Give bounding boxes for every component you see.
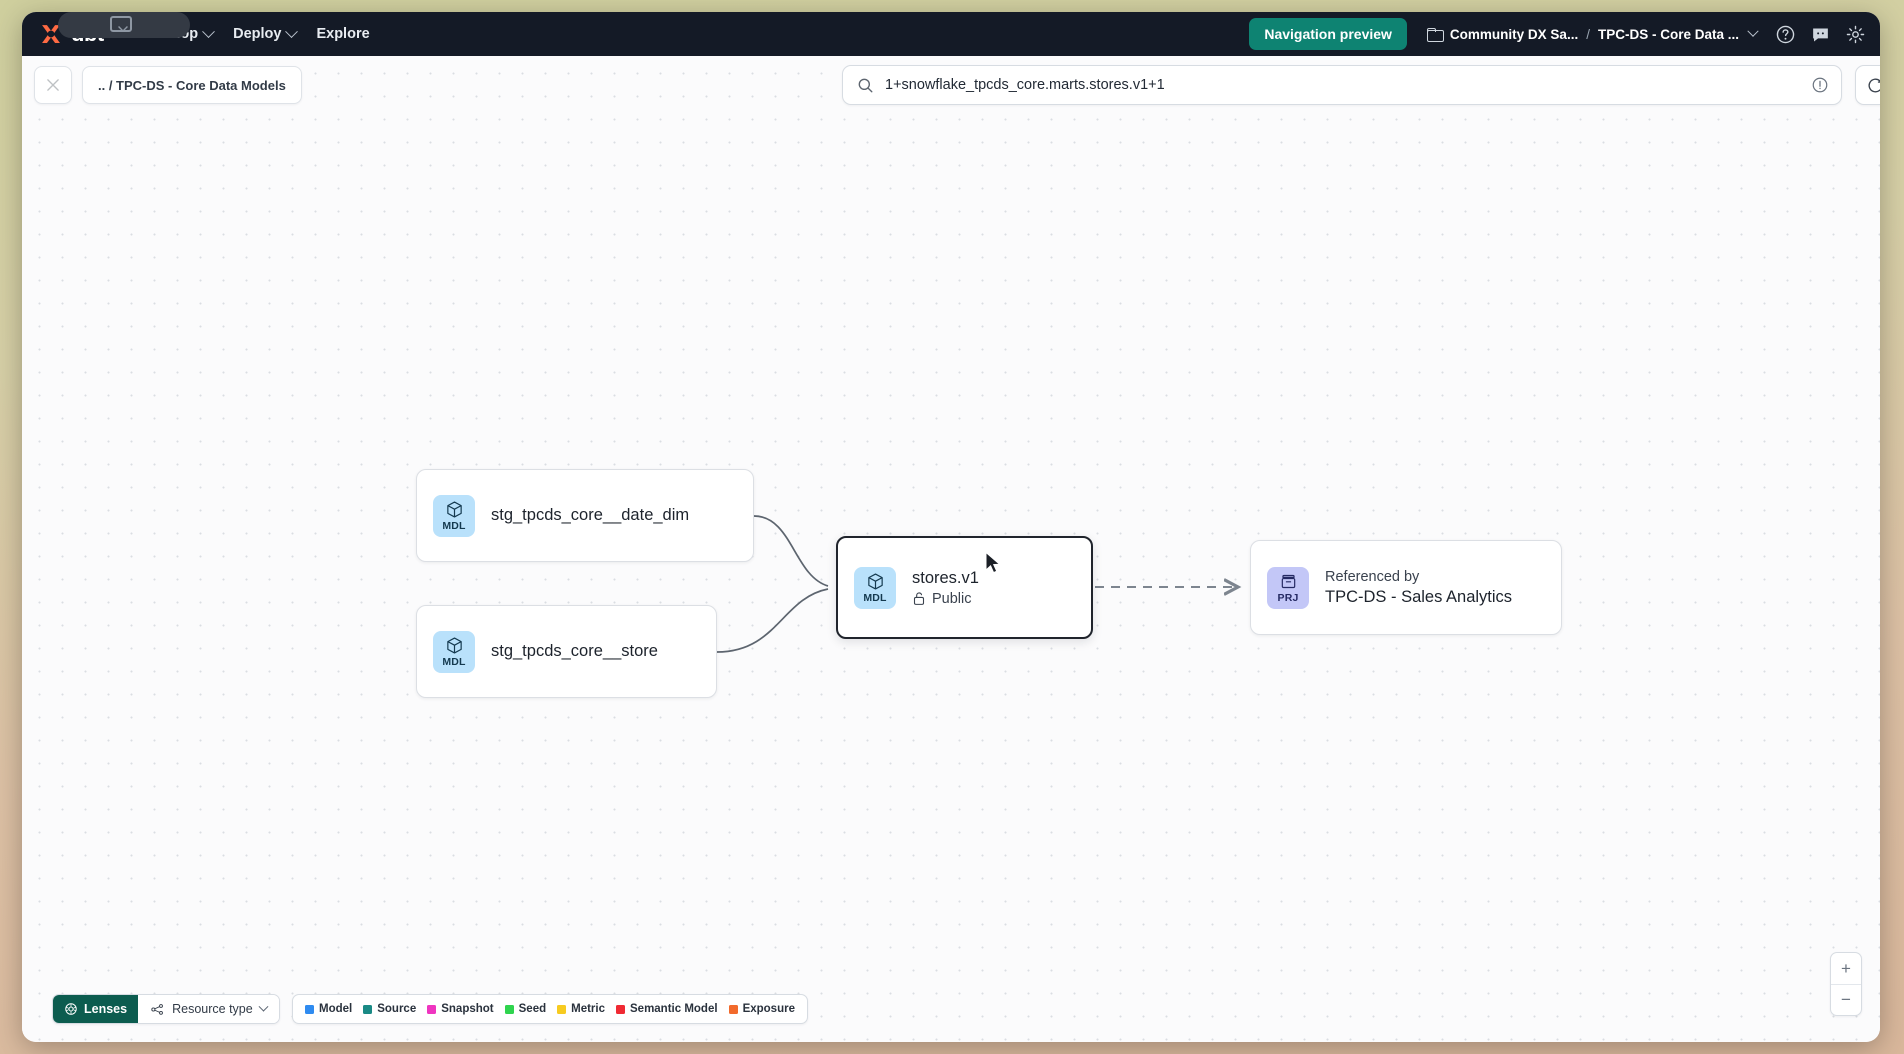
breadcrumb: Community DX Sa... / TPC-DS - Core Data … — [1426, 25, 1759, 42]
legend-swatch — [305, 1004, 314, 1014]
search-icon — [858, 78, 873, 92]
lenses-label: Lenses — [84, 1002, 128, 1016]
lens-aperture-icon — [65, 1003, 77, 1015]
graph-breadcrumb-pill[interactable]: .. / TPC-DS - Core Data Models — [82, 66, 302, 104]
cube-icon — [446, 501, 462, 518]
node-title: TPC-DS - Sales Analytics — [1325, 587, 1513, 606]
breadcrumb-separator: / — [1586, 26, 1590, 42]
breadcrumb-project[interactable]: TPC-DS - Core Data ... — [1597, 26, 1739, 42]
legend-label: Seed — [518, 1003, 547, 1015]
legend-item-snapshot: Snapshot — [427, 1003, 494, 1015]
node-body: Referenced by TPC-DS - Sales Analytics — [1325, 569, 1512, 607]
graph-edges — [716, 515, 1880, 653]
node-badge-label: MDL — [442, 655, 466, 668]
nav-item-deploy-label: Deploy — [233, 26, 282, 42]
zoom-controls: + − — [1830, 952, 1862, 1016]
resource-type-legend: Model Source Snapshot Seed Metric Semant… — [292, 994, 808, 1024]
dbt-x-logo-icon — [42, 25, 60, 43]
node-body: stg_tpcds_core__date_dim — [491, 506, 689, 525]
info-circle-icon[interactable] — [1811, 76, 1829, 94]
legend-label: Semantic Model — [630, 1003, 718, 1015]
lineage-graph-canvas[interactable]: MDL stg_tpcds_core__date_dim MDL stg_tpc… — [22, 56, 1880, 1042]
legend-label: Metric — [571, 1003, 605, 1015]
feedback-chat-icon[interactable] — [1810, 24, 1831, 45]
legend-swatch — [363, 1004, 373, 1014]
node-badge-prj: PRJ — [1267, 566, 1309, 609]
legend-item-semantic-model: Semantic Model — [616, 1003, 718, 1015]
tab-favicon-icon — [110, 16, 132, 32]
cube-icon — [867, 573, 883, 590]
legend-swatch — [504, 1004, 514, 1014]
cube-icon — [446, 637, 462, 654]
legend-item-source: Source — [363, 1003, 416, 1015]
navigation-preview-button[interactable]: Navigation preview — [1249, 18, 1407, 50]
nav-icon-group — [1775, 24, 1866, 45]
top-navigation-bar: dbt Develop Deploy Explore Navigation pr… — [22, 12, 1880, 56]
unlock-icon — [913, 592, 925, 605]
node-badge-mdl: MDL — [854, 566, 896, 609]
nav-item-deploy[interactable]: Deploy — [223, 20, 306, 48]
node-pretitle: Referenced by — [1325, 568, 1420, 585]
node-title: stg_tpcds_core__date_dim — [491, 506, 690, 524]
chevron-down-icon[interactable] — [1747, 25, 1759, 37]
node-body: stg_tpcds_core__store — [491, 642, 658, 661]
graph-node-stg-tpcds-core-store[interactable]: MDL stg_tpcds_core__store — [416, 605, 717, 698]
legend-item-metric: Metric — [557, 1003, 605, 1015]
chevron-down-icon — [202, 24, 215, 38]
node-badge-mdl: MDL — [433, 494, 475, 537]
search-input[interactable] — [885, 77, 1811, 93]
nav-item-explore[interactable]: Explore — [306, 20, 379, 48]
gear-icon[interactable] — [1845, 24, 1866, 45]
chevron-down-icon — [258, 1001, 269, 1012]
legend-label: Snapshot — [441, 1003, 494, 1015]
edge-date-dim-to-stores — [753, 515, 829, 587]
node-badge-mdl: MDL — [433, 630, 475, 673]
node-title: stg_tpcds_core__store — [491, 642, 658, 660]
graph-node-tpc-ds-sales-analytics[interactable]: PRJ Referenced by TPC-DS - Sales Analyti… — [1250, 540, 1562, 635]
graph-toolbar: .. / TPC-DS - Core Data Models — [22, 56, 1880, 114]
browser-tab-nub[interactable] — [58, 12, 190, 38]
resource-type-dropdown[interactable]: Resource type — [138, 995, 279, 1023]
project-stack-icon — [1281, 574, 1295, 588]
refresh-icon — [1868, 78, 1880, 92]
nav-item-explore-label: Explore — [316, 26, 370, 42]
graph-node-stores-v1[interactable]: MDL stores.v1 Public — [836, 536, 1093, 639]
refresh-button[interactable] — [1855, 65, 1880, 105]
node-body: stores.v1 Public — [912, 569, 979, 607]
edge-store-to-stores — [716, 588, 829, 653]
breadcrumb-account[interactable]: Community DX Sa... — [1449, 26, 1579, 42]
zoom-in-button[interactable]: + — [1841, 958, 1851, 978]
legend-item-exposure: Exposure — [728, 1003, 795, 1015]
zoom-out-button[interactable]: − — [1831, 984, 1861, 1015]
resource-type-label: Resource type — [172, 1002, 253, 1016]
lenses-control-group: Lenses Resource type — [52, 994, 280, 1024]
node-access-label: Public — [932, 590, 972, 607]
node-badge-label: PRJ — [1277, 591, 1299, 604]
legend-label: Exposure — [742, 1003, 795, 1015]
graph-node-stg-tpcds-core-date-dim[interactable]: MDL stg_tpcds_core__date_dim — [416, 469, 754, 562]
legend-swatch — [427, 1004, 437, 1014]
chevron-down-icon — [285, 24, 299, 38]
legend-label: Model — [319, 1003, 353, 1015]
legend-swatch — [557, 1004, 567, 1014]
folder-icon — [1426, 28, 1444, 42]
legend-item-model: Model — [305, 1003, 352, 1015]
legend-swatch — [728, 1004, 738, 1014]
nodes-graph-icon — [151, 1003, 164, 1015]
node-badge-label: MDL — [442, 519, 466, 532]
node-badge-label: MDL — [863, 591, 887, 604]
close-button[interactable] — [34, 66, 72, 104]
node-access-status: Public — [912, 591, 979, 607]
lenses-button[interactable]: Lenses — [53, 995, 139, 1023]
browser-window: dbt Develop Deploy Explore Navigation pr… — [22, 12, 1880, 1042]
legend-item-seed: Seed — [504, 1003, 547, 1015]
search-bar[interactable] — [842, 65, 1842, 105]
legend-swatch — [616, 1004, 625, 1014]
close-icon — [47, 79, 59, 91]
node-title: stores.v1 — [912, 568, 979, 587]
legend-label: Source — [377, 1003, 417, 1015]
help-circle-icon[interactable] — [1775, 24, 1796, 45]
